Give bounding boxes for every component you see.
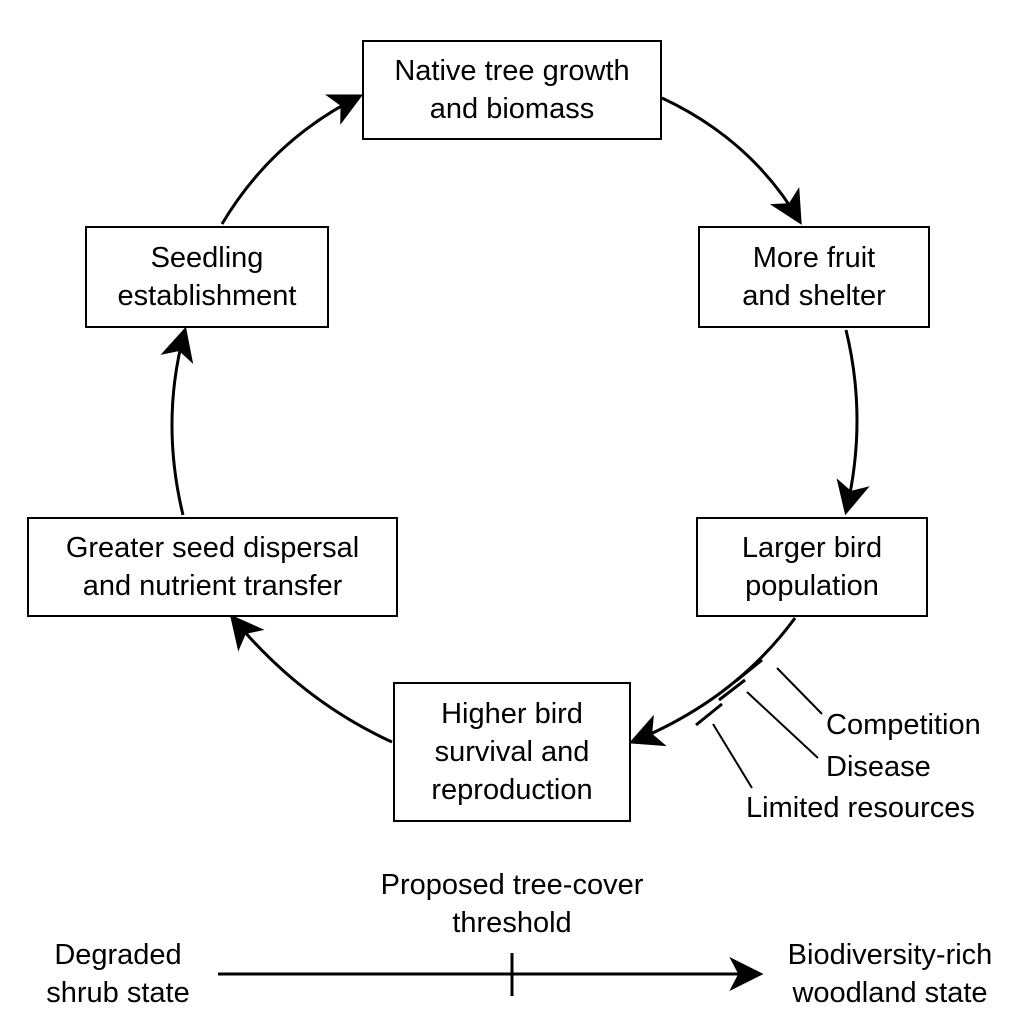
node-text-line: and nutrient transfer [82,570,343,602]
leader-line-disease [746,691,819,759]
node-more-fruit-shelter: More fruit and shelter [698,226,930,328]
threshold-label-line-2: threshold [452,907,572,939]
inhibition-bar-competition [735,658,763,683]
node-text: Higher bird survival and reproduction [431,695,592,809]
woodland-state-line-1: Biodiversity-rich [787,939,993,971]
node-text: Native tree growth and biomass [394,52,629,128]
arrow-survival-to-dispersal [229,614,393,744]
node-text: Seedling establishment [118,239,297,315]
arrow-fruit-to-population [836,329,870,516]
degraded-state-line-2: shrub state [46,977,190,1009]
inhibition-bar-limited-resources [695,702,723,727]
threshold-label-line-1: Proposed tree-cover [380,869,644,901]
inhibition-bar-disease [718,678,746,702]
node-greater-seed-dispersal: Greater seed dispersal and nutrient trans… [27,517,398,617]
leader-line-competition [776,667,823,715]
node-text-line: Greater seed dispersal [65,532,360,564]
node-text-line: and shelter [742,280,886,312]
node-text-line: Higher bird [441,698,583,730]
arrow-seedling-to-native [220,94,364,225]
node-text: Larger bird population [742,529,882,605]
node-larger-bird-population: Larger bird population [696,517,928,617]
label-disease: Disease [826,751,931,783]
node-text: Greater seed dispersal and nutrient trans… [66,529,359,605]
degraded-state-label: Degraded shrub state [20,936,216,1012]
degraded-state-line-1: Degraded [54,939,182,971]
node-text-line: population [745,570,879,602]
label-competition: Competition [826,709,981,741]
node-text: More fruit and shelter [742,239,886,315]
node-higher-bird-survival: Higher bird survival and reproduction [393,682,631,822]
node-text-line: survival and [434,736,590,768]
node-text-line: More fruit [752,242,876,274]
label-limited-resources: Limited resources [746,792,975,824]
node-native-tree-growth: Native tree growth and biomass [362,40,662,140]
node-text-line: Seedling [150,242,264,274]
leader-line-limited-resources [712,723,753,789]
threshold-label: Proposed tree-cover threshold [362,866,662,942]
node-text-line: Native tree growth [394,55,630,87]
node-text-line: Larger bird [741,532,883,564]
node-text-line: establishment [117,280,297,312]
woodland-state-label: Biodiversity-rich woodland state [766,936,1014,1012]
arrow-population-to-survival [628,617,797,747]
arrow-native-to-fruit [661,96,802,225]
node-text-line: and biomass [429,93,595,125]
node-text-line: reproduction [431,774,593,806]
arrow-dispersal-to-seedling [160,326,194,516]
woodland-state-line-2: woodland state [792,977,988,1009]
node-seedling-establishment: Seedling establishment [85,226,329,328]
